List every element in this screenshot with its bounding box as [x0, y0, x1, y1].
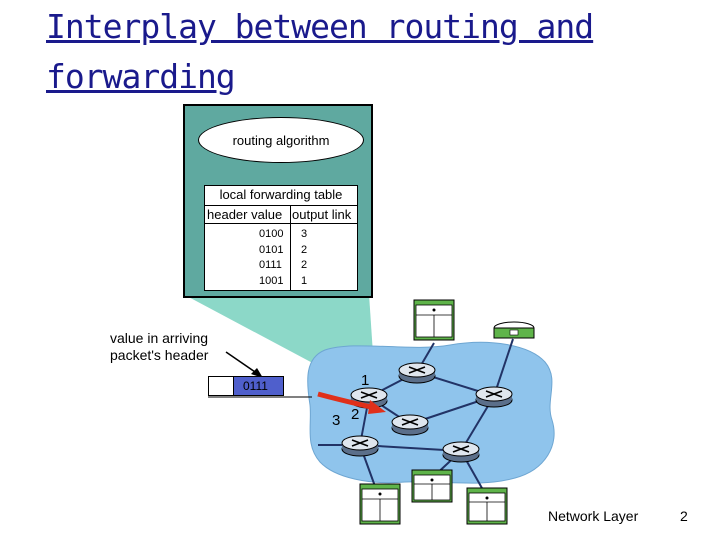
host-icon	[493, 321, 535, 339]
page-number: 2	[680, 508, 688, 524]
host-icons	[359, 299, 535, 525]
router-icons	[341, 362, 513, 463]
header-value-column: header value	[207, 207, 283, 222]
table-cell: 3	[301, 228, 308, 240]
output-link-cells: 3 2 2 1	[301, 227, 307, 289]
arriving-header-label: value in arriving packet's header	[110, 330, 208, 364]
forwarding-table: local forwarding table header value outp…	[204, 185, 358, 291]
title-line-2: forwarding	[46, 57, 236, 96]
port-label-2: 2	[351, 406, 360, 423]
routing-algorithm-label: routing algorithm	[232, 132, 330, 148]
forwarding-arrowhead	[368, 400, 386, 414]
router-icon	[391, 414, 429, 436]
title-line-1: Interplay between routing and	[46, 7, 594, 46]
column-divider	[290, 205, 291, 290]
table-cell: 0111	[259, 259, 282, 271]
table-cell: 1	[301, 274, 308, 287]
router-icon	[398, 362, 436, 384]
host-icon	[413, 299, 455, 341]
router-icon	[442, 441, 480, 463]
host-icon	[466, 487, 508, 525]
forwarding-table-header: header value output link	[205, 205, 357, 224]
forwarding-table-title: local forwarding table	[219, 187, 343, 202]
slide-title: Interplay between routing and forwarding	[46, 2, 646, 102]
table-cell: 2	[301, 243, 308, 256]
host-icon	[359, 483, 401, 525]
router-icon	[341, 435, 379, 457]
arriving-label-line-2: packet's header	[110, 347, 209, 363]
output-link-column: output link	[292, 207, 352, 222]
routing-algorithm-oval: routing algorithm	[198, 117, 364, 163]
arriving-label-line-1: value in arriving	[110, 330, 209, 346]
host-icon	[411, 469, 453, 503]
packet-header: 0111	[233, 376, 284, 396]
port-label-3: 3	[332, 412, 341, 429]
table-cell: 0100	[259, 228, 284, 240]
table-cell: 2	[301, 259, 308, 271]
label-pointer-head	[251, 368, 263, 378]
header-value-cells: 0100 0101 0111 1001	[259, 227, 283, 289]
table-cell: 1001	[259, 274, 284, 287]
table-cell: 0101	[259, 243, 284, 256]
network-cloud	[307, 341, 555, 484]
label-pointer-line	[225, 351, 259, 375]
port-label-1: 1	[361, 372, 370, 389]
router-icon	[475, 386, 513, 408]
footer-label: Network Layer	[548, 508, 639, 524]
packet-header-value: 0111	[243, 379, 268, 393]
